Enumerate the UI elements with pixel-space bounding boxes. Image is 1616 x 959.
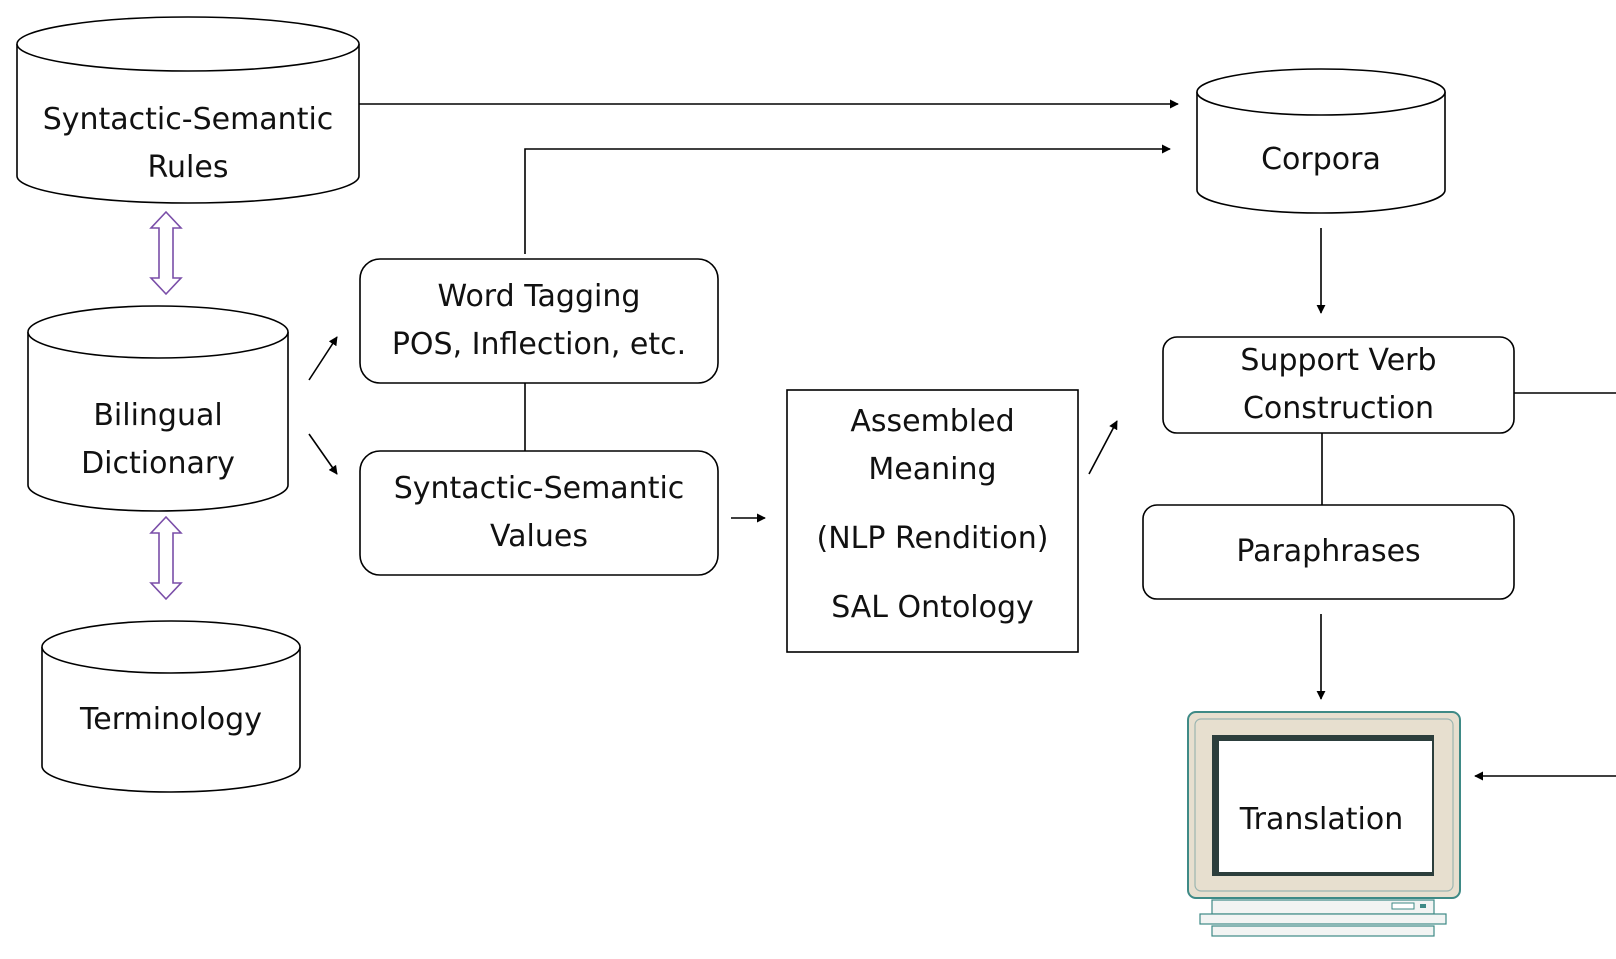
nlp-rendition-label: (NLP Rendition) bbox=[816, 521, 1049, 556]
arrow-assembled-support bbox=[1088, 420, 1118, 475]
paraphrases-label: Paraphrases bbox=[1236, 534, 1421, 569]
word-tagging-label: Word Tagging POS, Inflection, etc. bbox=[391, 279, 687, 362]
rules-database-shape bbox=[16, 16, 360, 204]
arrow-dict-values bbox=[308, 433, 338, 475]
dictionary-database-label: Bilingual Dictionary bbox=[81, 398, 235, 481]
rules-database-label: Syntactic-Semantic Rules bbox=[42, 102, 334, 185]
arrow-dict-tagging bbox=[308, 336, 338, 381]
assembled-meaning-box bbox=[786, 389, 1079, 653]
assembled-meaning-label: Assembled Meaning bbox=[850, 404, 1015, 487]
syn-sem-values-box bbox=[359, 450, 719, 576]
monitor-icon bbox=[1187, 711, 1461, 937]
support-verb-label: Support Verb Construction bbox=[1240, 343, 1437, 426]
corpora-database-label: Corpora bbox=[1261, 142, 1381, 177]
dictionary-database-shape bbox=[27, 305, 289, 512]
double-arrow-dictionary-terminology bbox=[149, 515, 183, 601]
paraphrases-box bbox=[1142, 504, 1515, 600]
word-tagging-box bbox=[359, 258, 719, 384]
double-arrow-rules-dictionary bbox=[149, 210, 183, 296]
support-verb-box bbox=[1162, 336, 1515, 434]
syn-sem-values-label: Syntactic-Semantic Values bbox=[393, 471, 685, 554]
terminology-database-shape bbox=[41, 620, 301, 793]
sal-ontology-label: SAL Ontology bbox=[831, 590, 1034, 625]
translation-label: Translation bbox=[1239, 802, 1404, 837]
corpora-database-shape bbox=[1196, 68, 1446, 214]
arrow-tagging-corpora bbox=[524, 144, 1171, 254]
connectors bbox=[308, 99, 1616, 781]
terminology-database-label: Terminology bbox=[80, 702, 262, 737]
